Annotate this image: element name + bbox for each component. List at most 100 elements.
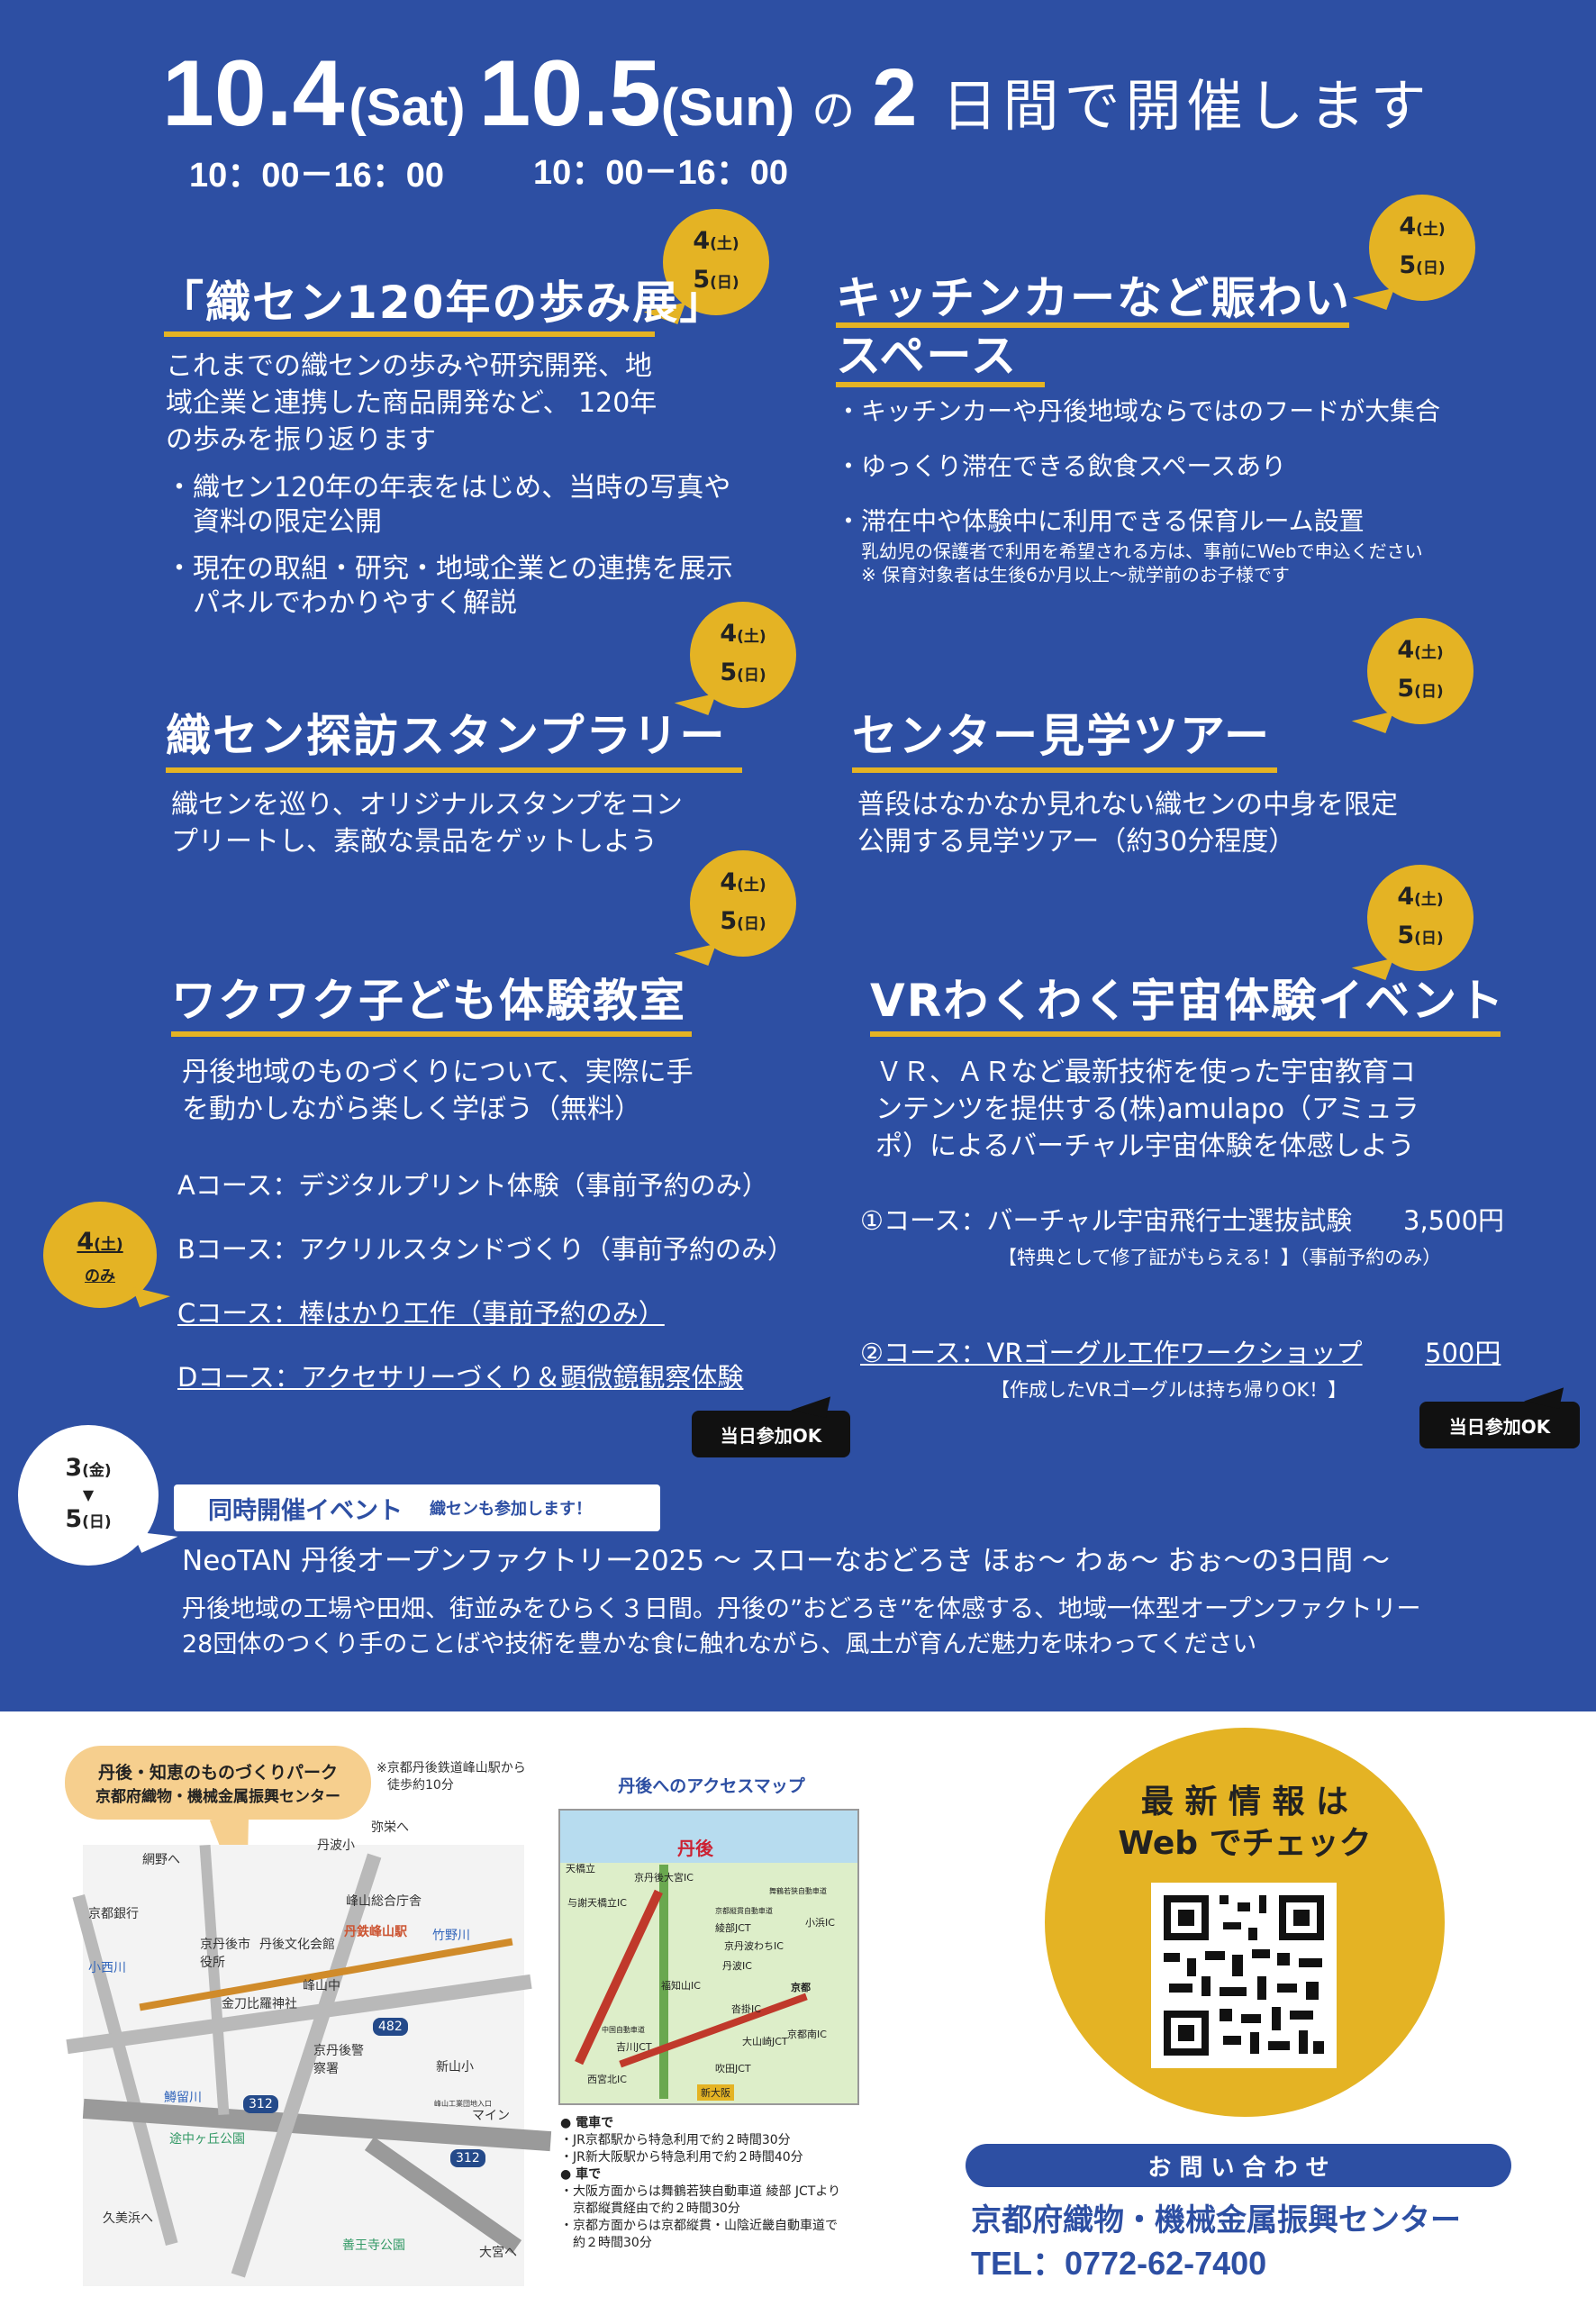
map-label: 312 [450, 2149, 485, 2167]
map-callout: 丹後・知恵のものづくりパーク 京都府織物・機械金属振興センター [65, 1746, 371, 1820]
station-label: 吉川JCT [616, 2041, 652, 2053]
concurrent-tag: 同時開催イベント 織センも参加します！ [174, 1484, 660, 1531]
date-badge-tour: 4(土) 5(日) [1367, 618, 1474, 724]
station-label: 沓掛IC [731, 2003, 761, 2015]
headline-no: の [812, 86, 856, 136]
station-label: 天橋立 [566, 1863, 595, 1875]
map-label: 金刀比羅神社 [222, 1997, 297, 2011]
kitchen-title-line2: スペース [836, 330, 1018, 382]
history-bullet: パネルでわかりやすく解説 [166, 587, 517, 619]
station-label: 小浜IC [805, 1917, 835, 1929]
date-badge-stamp: 4(土) 5(日) [690, 602, 796, 708]
headline: 10.4 (Sat) 10.5(Sun) の 2 日間で開催します [162, 47, 1567, 146]
station-label: 京都縦貫自動車道 [715, 1907, 773, 1915]
days-count: 2 [872, 53, 918, 143]
history-line: これまでの織センの歩みや研究開発、地 [166, 350, 652, 382]
history-line: の歩みを振り返ります [166, 424, 436, 456]
map-label: 京丹後警察署 [313, 2044, 364, 2076]
badge-sat: (土) [1416, 221, 1446, 239]
qr-code-graphic [1164, 1895, 1324, 2056]
kitchen-title: キッチンカーなど賑わい [836, 270, 1351, 326]
date-badge-kitchen: 4(土) 5(日) [1369, 195, 1475, 301]
map-canvas [66, 1844, 552, 2286]
qr-code[interactable] [1151, 1883, 1337, 2068]
walk-note-line1: ※京都丹後鉄道峰山駅から [376, 1761, 526, 1775]
time-oct4: 10：00－16：00 [189, 157, 445, 195]
badge-sun: (日) [1414, 683, 1444, 701]
map-label: 京丹後市役所 [200, 1938, 250, 1970]
kids-courses: Aコース：デジタルプリント体験（事前予約のみ） Bコース：アクリルスタンドづくり… [177, 1167, 793, 1395]
headline-kaisai: 日間で開催します [941, 73, 1432, 139]
kids-course-a: Aコース：デジタルプリント体験（事前予約のみ） [177, 1170, 768, 1201]
badge-day5: 5 [693, 266, 711, 294]
map-label: 丹後文化会館 [259, 1938, 335, 1952]
badge-sun: (日) [710, 274, 739, 292]
badge-day4: 4 [693, 227, 711, 255]
station-label: 与謝天橋立IC [567, 1897, 627, 1909]
badge-day5: 5 [720, 658, 738, 686]
concurrent-tag-label: 同時開催イベント [208, 1496, 403, 1525]
access-stations: 天橋立 与謝天橋立IC 京丹後大宮IC 綾部JCT 京都縦貫自動車道 舞鶴若狭自… [562, 1861, 856, 2122]
history-description: これまでの織センの歩みや研究開発、地 域企業と連携した商品開発など、 120年 … [166, 348, 657, 458]
walk-note: ※京都丹後鉄道峰山駅から 徒歩約10分 [376, 1760, 526, 1794]
date-badge-concurrent: 3(金) ▼ 5(日) [18, 1425, 159, 1566]
kitchen-bullets: ・キッチンカーや丹後地域ならではのフードが大集合 ・ゆっくり滞在できる飲食スペー… [836, 393, 1440, 586]
map-label: 丹鉄峰山駅 [344, 1925, 407, 1939]
map-label: 峰山工業団地入口 [434, 2100, 492, 2108]
map-labels: 網野へ 丹波小 弥栄へ 京都銀行 峰山総合庁舎 丹後文化会館 丹鉄峰山駅 竹野川… [56, 1746, 524, 2286]
history-line: 域企業と連携した商品開発など、 120年 [166, 387, 657, 419]
vr-line: ンテンツを提供する(株)amulapo（アミュラ [875, 1094, 1419, 1125]
map-label: 峰山中 [303, 1979, 340, 1993]
map-label: 鱒留川 [164, 2091, 202, 2105]
kids-course-d: Dコース：アクセサリーづくり＆顕微鏡観察体験 [177, 1362, 744, 1393]
station-label: 綾部JCT [715, 1922, 751, 1934]
contact-label: お 問 い 合 わ せ [1147, 2154, 1329, 2182]
badge-day4: 4 [77, 1228, 95, 1256]
badge-day3: 3 [65, 1454, 83, 1482]
badge-day4: 4 [1399, 213, 1417, 241]
stamp-title: 織セン探訪スタンプラリー [166, 710, 727, 762]
kitchen-bullet: ・滞在中や体験中に利用できる保育ルーム設置 [836, 506, 1365, 536]
walk-note-line2: 徒歩約10分 [387, 1778, 454, 1793]
history-bullet: 資料の限定公開 [166, 506, 382, 538]
map-label: 大宮へ [479, 2246, 517, 2260]
station-label: 京都南IC [787, 2029, 827, 2040]
map-callout-line1: 丹後・知恵のものづくりパーク [97, 1763, 338, 1783]
station-label: 福知山IC [661, 1980, 701, 1992]
concurrent-line-2: 28団体のつくり手のことばや技術を豊かな食に触れながら、風土が育んだ魅力を味わっ… [182, 1630, 1257, 1658]
kids-course-c: Cコース：棒はかり工作（事前予約のみ） [177, 1298, 665, 1329]
access-map: 丹後へのアクセスマップ 丹後 天橋立 与謝天橋立IC 京丹後大宮IC 綾部JCT… [558, 1773, 865, 2295]
badge-sat: (土) [1414, 644, 1444, 662]
map-label: 善王寺公園 [342, 2238, 405, 2253]
badge-sat: (土) [1414, 891, 1444, 909]
car-heading: ● 車で [560, 2167, 602, 2182]
station-label: 京丹波わちIC [724, 1940, 784, 1952]
badge-day4: 4 [1397, 883, 1415, 911]
date-badge-sat-only: 4(土) のみ [43, 1202, 157, 1308]
kids-sameday-label: 当日参加OK [692, 1411, 850, 1457]
concurrent-line-1: 丹後地域の工場や田畑、街並みをひらく３日間。丹後の”おどろき”を体感する、地域一… [182, 1595, 1421, 1623]
kids-description: 丹後地域のものづくりについて、実際に手 を動かしながら楽しく学ぼう（無料） [182, 1054, 694, 1128]
map-label: 丹波小 [317, 1838, 355, 1853]
car-route: ・京都方面からは京都縦貫・山陰近畿自動車道で [560, 2219, 838, 2233]
contact-tel[interactable]: TEL：0772-62-7400 [971, 2245, 1267, 2282]
badge-fri: (金) [82, 1462, 112, 1480]
station-label: 舞鶴若狭自動車道 [769, 1887, 827, 1895]
tour-description: 普段はなかなか見れない織センの中身を限定 公開する見学ツアー（約30分程度） [857, 786, 1398, 860]
station-label: 中国自動車道 [602, 2026, 645, 2034]
vr-note-1: 【特典として修了証がもらえる！】（事前予約のみ） [998, 1247, 1442, 1268]
tour-line: 普段はなかなか見れない織センの中身を限定 [857, 789, 1398, 821]
kids-line: を動かしながら楽しく学ぼう（無料） [182, 1094, 641, 1125]
access-map-title: 丹後へのアクセスマップ [618, 1776, 805, 1796]
car-route: 約２時間30分 [560, 2236, 652, 2250]
kitchen-note: 乳幼児の保護者で利用を希望される方は、事前にWebで申込ください [861, 540, 1423, 562]
badge-day5: 5 [65, 1505, 83, 1533]
access-map-canvas: 丹後 [558, 1809, 859, 2105]
vr-note-2: 【作成したVRゴーグルは持ち帰りOK！】 [991, 1379, 1347, 1401]
badge-sun: (日) [737, 667, 766, 685]
station-label: 京丹後大宮IC [634, 1872, 694, 1884]
badge-sun: (日) [1414, 930, 1444, 948]
kids-course-b: Bコース：アクリルスタンドづくり（事前予約のみ） [177, 1234, 793, 1265]
contact-org: 京都府織物・機械金属振興センター [971, 2202, 1461, 2238]
badge-day4: 4 [720, 868, 738, 896]
